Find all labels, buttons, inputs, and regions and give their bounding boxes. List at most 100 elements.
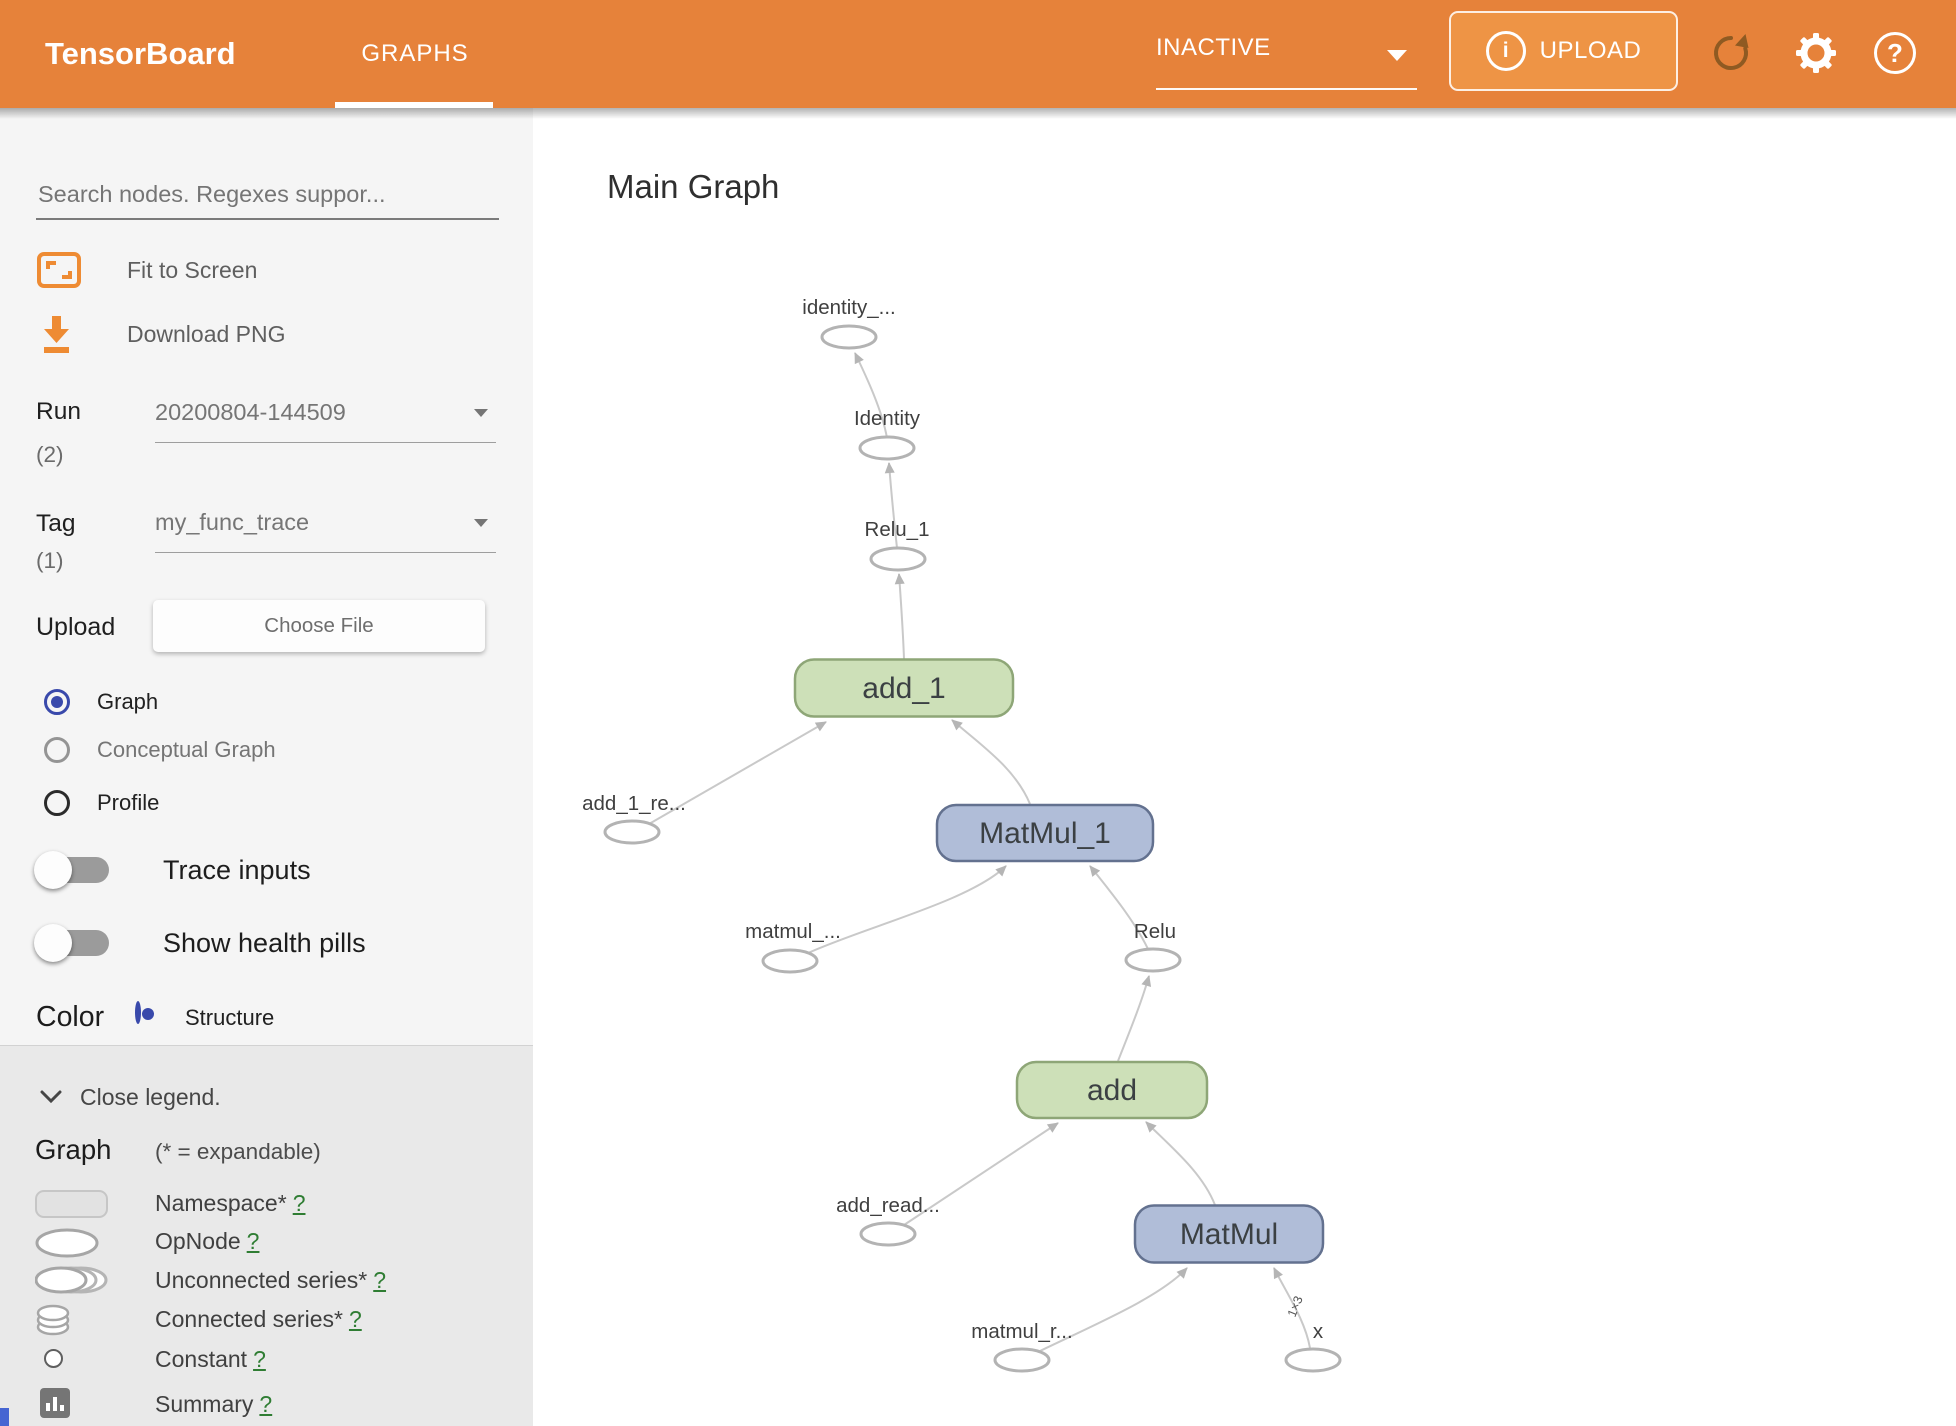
op-node-label: x (1313, 1320, 1324, 1343)
trace-inputs-toggle[interactable]: Trace inputs (34, 850, 311, 890)
run-dropdown[interactable]: 20200804-144509 (155, 391, 496, 443)
op-node-label: matmul_... (745, 920, 841, 943)
toggle-off-icon (34, 851, 109, 889)
legend-item-connected-series: Connected series*? (155, 1306, 362, 1332)
function-node-add[interactable]: add (1015, 1060, 1209, 1120)
refresh-icon[interactable] (1708, 30, 1754, 76)
function-node-MatMul_1[interactable]: MatMul_1 (935, 803, 1155, 863)
header-shadow (0, 108, 1956, 119)
radio-conceptual-graph[interactable]: Conceptual Graph (44, 734, 276, 766)
radio-conceptual-graph-label: Conceptual Graph (97, 737, 276, 762)
op-node-label: Relu_1 (865, 518, 930, 541)
download-icon (35, 310, 83, 358)
op-node-label: Identity (854, 407, 921, 430)
help-link[interactable]: ? (246, 1228, 260, 1254)
upload-label: Upload (36, 613, 116, 641)
edge-Relu_1-to-Identity (884, 462, 898, 549)
unconnected-series-icon (35, 1266, 108, 1294)
upload-button[interactable]: i UPLOAD (1449, 11, 1678, 91)
app-header: TensorBoard GRAPHS INACTIVE i UPLOAD (0, 0, 1956, 108)
dropdown-arrow-icon (474, 409, 488, 417)
op-node-identity_...[interactable]: identity_... (802, 296, 896, 350)
toggle-off-icon (34, 924, 109, 962)
dropdown-arrow-icon (474, 519, 488, 527)
op-node-Relu[interactable]: Relu (1124, 920, 1182, 973)
download-png-label: Download PNG (127, 320, 286, 347)
opnode-icon (35, 1228, 99, 1258)
edge-Relu-to-MatMul_1 (1089, 865, 1149, 950)
op-node-label: identity_... (802, 296, 895, 319)
edge-MatMul_1-to-add_1 (951, 719, 1031, 805)
tab-graphs[interactable]: GRAPHS (361, 40, 469, 67)
close-legend-label: Close legend. (80, 1083, 221, 1110)
help-link[interactable]: ? (253, 1346, 266, 1372)
op-node-label: Relu (1134, 920, 1176, 943)
color-label: Color (36, 1001, 105, 1033)
summary-icon (40, 1388, 70, 1418)
scrollbar-thumb[interactable] (0, 1408, 9, 1426)
show-health-pills-toggle[interactable]: Show health pills (34, 923, 366, 963)
tag-dropdown-value: my_func_trace (155, 509, 310, 535)
namespace-icon (35, 1190, 108, 1218)
radio-graph-label: Graph (97, 689, 159, 714)
edge-matmul_...-to-MatMul_1 (807, 865, 1007, 954)
gear-icon[interactable] (1793, 30, 1839, 76)
function-node-label: MatMul_1 (979, 817, 1111, 850)
graph-canvas[interactable]: 1×3 identity_...IdentityRelu_1add_1_re..… (533, 108, 1956, 1426)
download-png-button[interactable]: Download PNG (35, 310, 286, 358)
edge-Identity-to-identity_... (854, 352, 888, 439)
edge-matmul_r...-to-MatMul (1039, 1267, 1188, 1352)
app-logo: TensorBoard (45, 36, 236, 71)
op-node-add_1_re...[interactable]: add_1_re... (582, 792, 686, 845)
help-link[interactable]: ? (373, 1267, 387, 1293)
op-node-add_read...[interactable]: add_read... (836, 1194, 940, 1247)
color-structure-label: Structure (185, 1005, 275, 1030)
active-tab-indicator (335, 102, 493, 108)
connected-series-icon (36, 1304, 70, 1336)
op-node-Identity[interactable]: Identity (854, 407, 921, 461)
run-status-dropdown[interactable]: INACTIVE (1156, 28, 1417, 90)
function-node-label: MatMul (1180, 1218, 1278, 1251)
radio-structure[interactable] (135, 1001, 141, 1024)
help-link[interactable]: ? (259, 1391, 273, 1417)
help-link[interactable]: ? (348, 1306, 362, 1332)
op-node-x[interactable]: x (1284, 1320, 1342, 1373)
fit-to-screen-label: Fit to Screen (127, 256, 258, 283)
legend-panel: Close legend. Graph (* = expandable) Nam… (0, 1045, 533, 1426)
trace-inputs-label: Trace inputs (163, 854, 311, 885)
op-node-matmul_...[interactable]: matmul_... (745, 920, 841, 974)
op-node-label: add_1_re... (582, 792, 686, 815)
radio-unselected-icon (44, 737, 70, 763)
fit-to-screen-button[interactable]: Fit to Screen (35, 246, 257, 294)
op-node-label: add_read... (836, 1194, 940, 1217)
radio-graph[interactable]: Graph (44, 686, 158, 718)
function-node-MatMul[interactable]: MatMul (1133, 1204, 1325, 1264)
constant-icon (44, 1349, 63, 1368)
choose-file-button[interactable]: Choose File (153, 600, 485, 652)
edge-add-to-Relu (1117, 975, 1152, 1062)
tag-count: (1) (36, 548, 64, 573)
radio-profile-label: Profile (97, 790, 160, 815)
edge-add_1-to-Relu_1 (894, 573, 905, 660)
chevron-down-icon (40, 1090, 62, 1104)
legend-item-unconnected-series: Unconnected series*? (155, 1267, 387, 1293)
close-legend-button[interactable]: Close legend. (40, 1082, 221, 1112)
help-link[interactable]: ? (292, 1190, 306, 1216)
search-input[interactable] (36, 170, 499, 220)
op-node-matmul_r...[interactable]: matmul_r... (971, 1320, 1073, 1373)
info-icon: i (1485, 31, 1526, 71)
op-node-Relu_1[interactable]: Relu_1 (865, 518, 930, 572)
function-node-add_1[interactable]: add_1 (793, 658, 1015, 718)
sidebar: Fit to Screen Download PNG Run (2) 20200… (0, 108, 533, 1426)
legend-heading: Graph (35, 1134, 112, 1165)
function-node-label: add_1 (862, 672, 945, 705)
help-icon[interactable]: ? (1874, 32, 1920, 78)
radio-profile[interactable]: Profile (44, 787, 159, 819)
legend-item-opnode: OpNode? (155, 1228, 260, 1254)
radio-unselected-icon (44, 790, 70, 816)
tag-dropdown[interactable]: my_func_trace (155, 501, 496, 553)
legend-expandable-note: (* = expandable) (155, 1139, 321, 1164)
legend-item-namespace: Namespace*? (155, 1190, 306, 1216)
